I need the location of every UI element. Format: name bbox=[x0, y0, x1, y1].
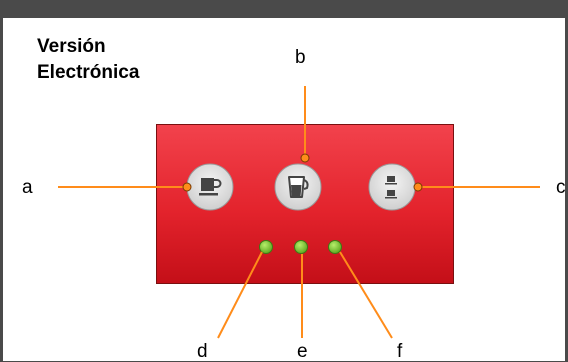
title-line-1: Versión bbox=[37, 36, 106, 57]
callout-label-a: a bbox=[22, 177, 33, 198]
marker-c bbox=[413, 182, 423, 192]
button-c bbox=[368, 163, 416, 211]
led-e bbox=[294, 240, 308, 254]
diagram-title: Versión Electrónica bbox=[37, 34, 139, 86]
callout-label-b: b bbox=[295, 47, 306, 68]
leader-lines bbox=[58, 86, 540, 339]
title-line-2: Electrónica bbox=[37, 62, 140, 83]
two-cups-icon bbox=[385, 176, 397, 199]
leader-line-f bbox=[339, 251, 393, 339]
callout-label-c: c bbox=[556, 177, 566, 198]
callout-label-f: f bbox=[397, 341, 403, 362]
led-d bbox=[259, 240, 273, 254]
callout-label-e: e bbox=[297, 341, 308, 362]
marker-b bbox=[300, 153, 310, 163]
single-cup-icon bbox=[199, 178, 222, 196]
callout-label-d: d bbox=[197, 341, 208, 362]
callout-markers bbox=[182, 153, 423, 192]
marker-a bbox=[182, 182, 192, 192]
jug-icon bbox=[288, 176, 309, 198]
led-f bbox=[328, 240, 342, 254]
leader-line-d bbox=[217, 251, 263, 339]
